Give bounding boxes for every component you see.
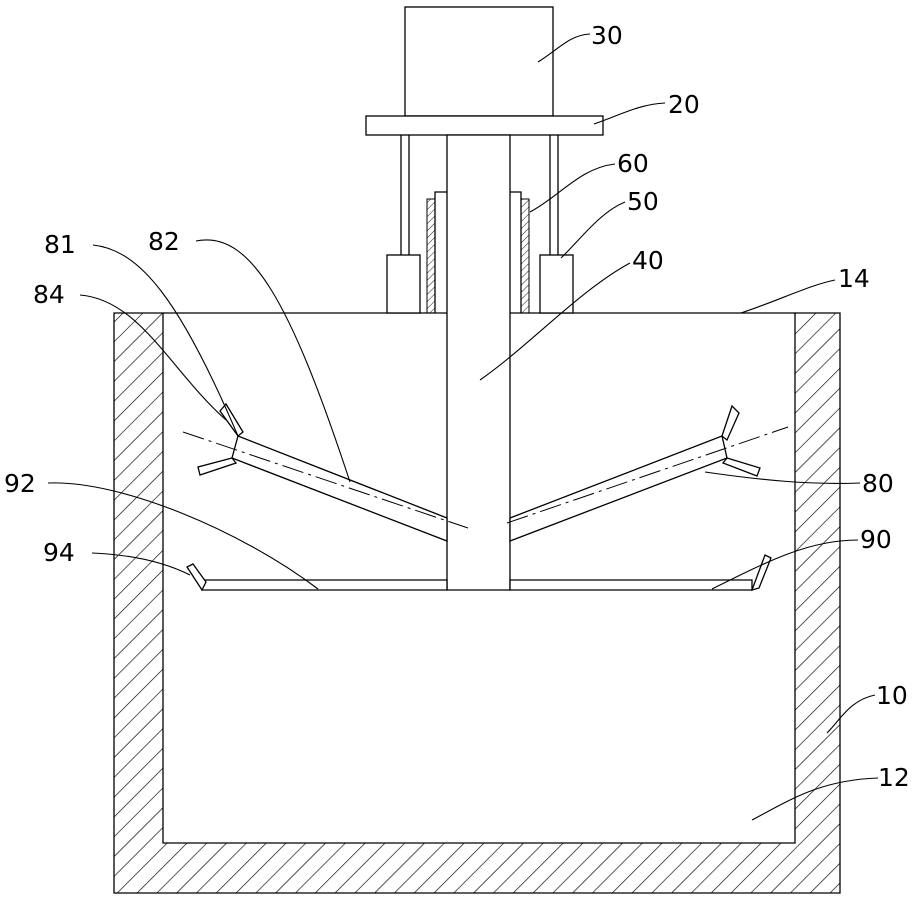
slider-right	[540, 255, 573, 313]
label-shaft: 40	[632, 246, 664, 275]
label-blade-right: 80	[862, 469, 894, 498]
label-scraper-right: 90	[860, 525, 892, 554]
label-screw: 60	[617, 149, 649, 178]
leader-60	[530, 164, 615, 212]
leader-82	[196, 240, 350, 482]
blade-right-centerline	[507, 427, 788, 523]
label-plate: 20	[668, 90, 700, 119]
screw-thread-left	[427, 199, 435, 313]
screw-bracket-right	[510, 192, 521, 313]
label-chamber: 12	[878, 763, 910, 792]
blade-tip-right	[722, 406, 739, 440]
label-scraper-tip-left: 94	[43, 538, 75, 567]
screw-bracket-left	[435, 192, 447, 313]
leader-50	[561, 202, 625, 258]
leader-92	[48, 483, 318, 589]
scraper-right	[510, 580, 752, 590]
blade-tip-left-lower	[198, 458, 236, 475]
leader-20	[594, 103, 665, 124]
label-blade-arm: 81	[44, 230, 76, 259]
slider-left	[387, 255, 420, 313]
scraper-left	[202, 580, 447, 590]
label-blade-tip-left: 84	[33, 280, 65, 309]
main-shaft	[447, 135, 510, 590]
label-motor: 30	[591, 21, 623, 50]
label-blade-upper: 82	[148, 227, 180, 256]
motor	[405, 7, 553, 116]
label-slider: 50	[627, 187, 659, 216]
mounting-plate	[366, 116, 603, 135]
screw-thread-right	[521, 199, 529, 313]
label-scraper-left: 92	[4, 469, 36, 498]
blade-right	[510, 436, 727, 541]
leader-14	[741, 280, 835, 313]
scraper-tip-right	[752, 555, 771, 590]
blade-left-centerline	[183, 432, 468, 528]
label-opening: 14	[838, 264, 870, 293]
label-tank-wall: 10	[876, 681, 908, 710]
blade-tip-right-lower	[723, 458, 760, 476]
scraper-tip-left	[187, 564, 206, 590]
